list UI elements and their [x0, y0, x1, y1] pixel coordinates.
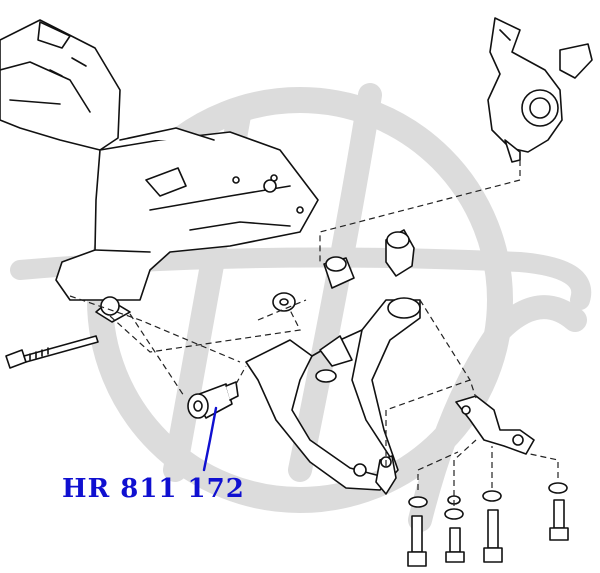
front-bushing [187, 381, 239, 419]
steering-knuckle [487, 17, 593, 163]
subframe [0, 19, 319, 323]
callout-leader [202, 406, 218, 472]
washers [408, 482, 568, 520]
line-drawing [0, 17, 593, 567]
bracket [455, 395, 535, 455]
part-number-label: HR 811 172 [62, 474, 245, 504]
assembly-lines [69, 150, 559, 506]
lower-control-arm [245, 297, 421, 491]
rear-bushing [385, 229, 415, 277]
rear-bushing-sleeve [323, 256, 355, 289]
mount-bolt [5, 335, 99, 369]
washer-nut [272, 292, 296, 312]
ball-joint [375, 455, 397, 495]
bolts [407, 499, 569, 567]
